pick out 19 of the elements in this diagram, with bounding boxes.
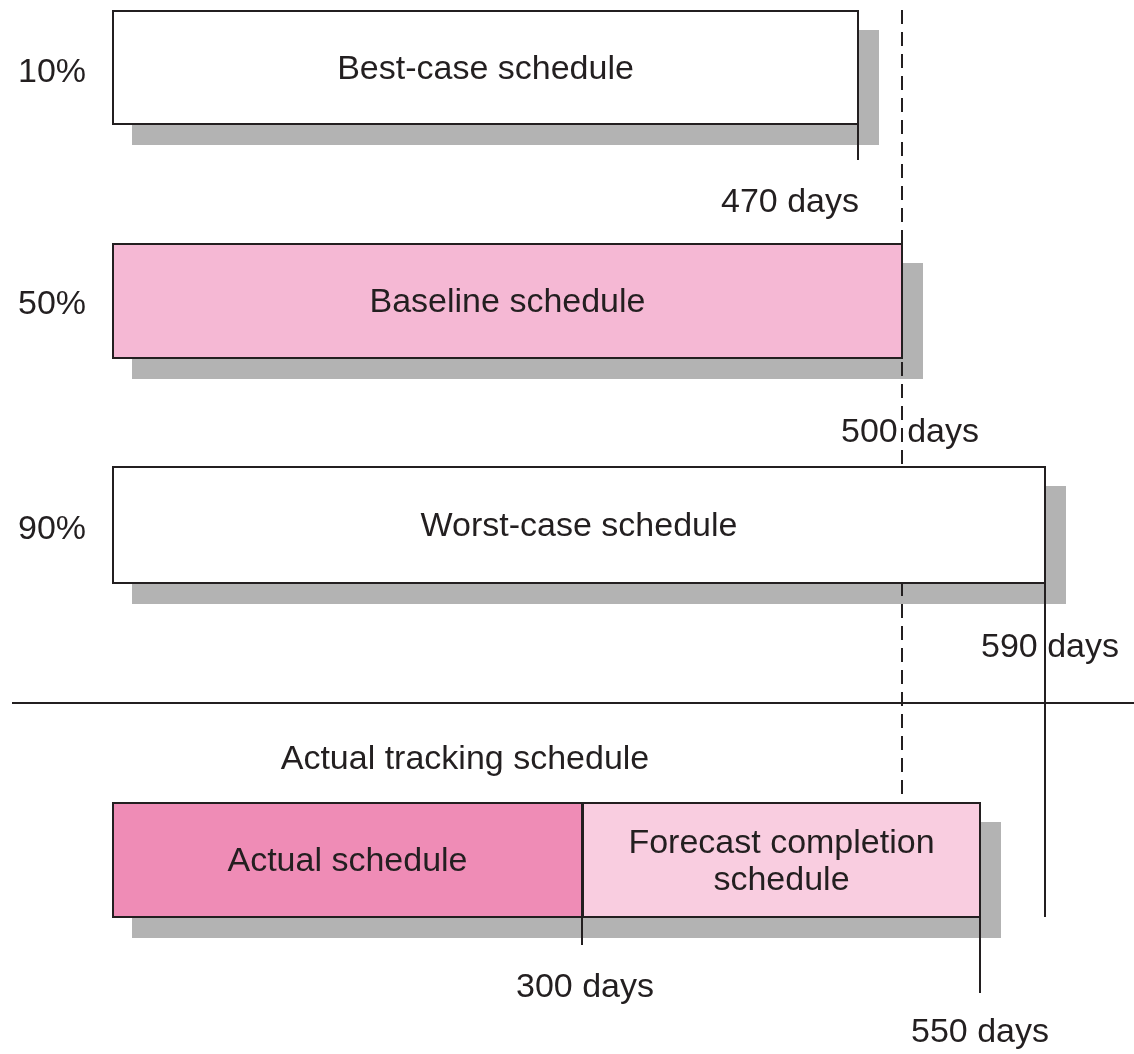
section-heading: Actual tracking schedule bbox=[280, 737, 650, 777]
bar-label: Forecast completion schedule bbox=[627, 822, 936, 898]
duration-label: 470 days bbox=[721, 180, 859, 220]
bar-label: Actual schedule bbox=[227, 841, 468, 879]
probability-label: 10% bbox=[17, 50, 87, 90]
duration-label: 300 days bbox=[516, 965, 654, 1005]
probability-label: 50% bbox=[17, 282, 87, 322]
duration-label: 550 days bbox=[911, 1010, 1049, 1050]
probability-label: 90% bbox=[17, 507, 87, 547]
schedule-bar bbox=[112, 802, 583, 918]
bar-label: Baseline schedule bbox=[369, 282, 646, 320]
schedule-bar bbox=[582, 802, 981, 918]
schedule-bar bbox=[112, 243, 903, 359]
bar-label: Worst-case schedule bbox=[420, 506, 738, 544]
schedule-bar bbox=[112, 10, 859, 125]
schedule-bar bbox=[112, 466, 1046, 584]
duration-label: 500 days bbox=[841, 410, 979, 450]
duration-label: 590 days bbox=[981, 625, 1119, 665]
bar-label: Best-case schedule bbox=[337, 48, 634, 87]
